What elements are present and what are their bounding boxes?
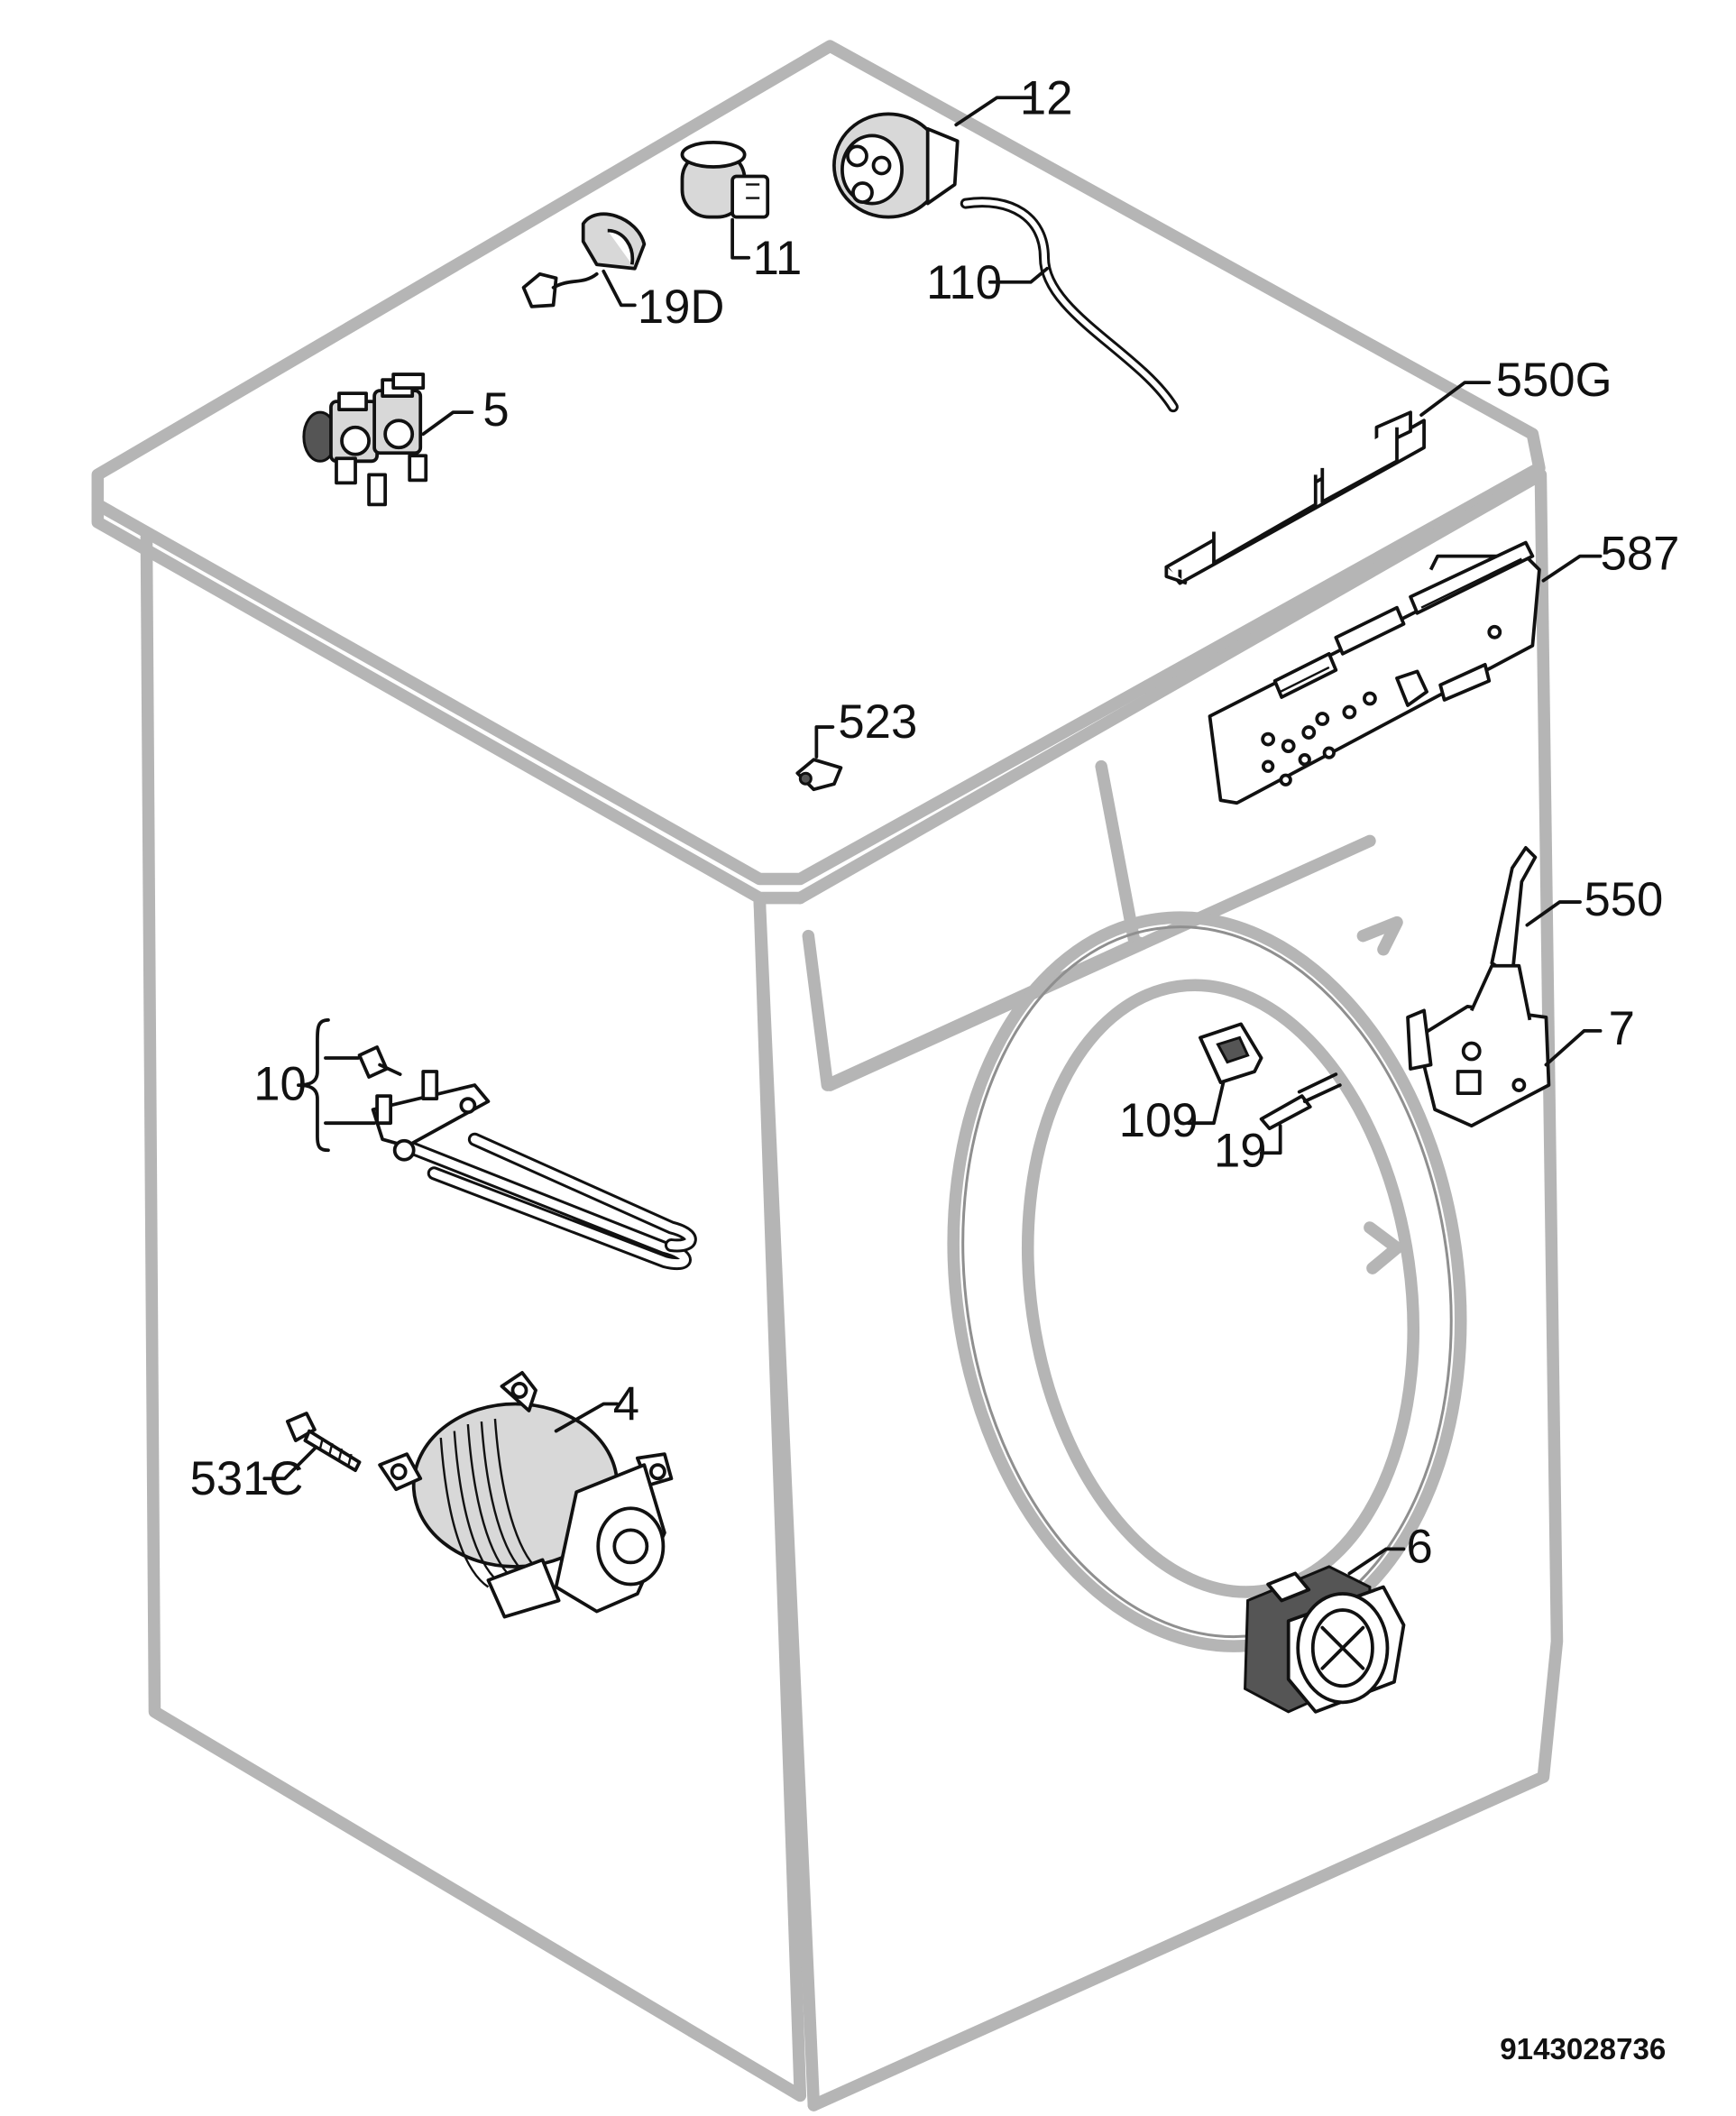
label-part-19: 19 [1214,1124,1267,1177]
label-part-7: 7 [1609,1002,1635,1055]
label-part-4: 4 [613,1378,639,1431]
part-6-drain-pump[interactable] [1244,1547,1406,1714]
part-109-handle[interactable] [1186,1022,1263,1126]
document-number: 9143028736 [1500,2033,1666,2066]
label-part-19d: 19D [638,281,725,334]
label-part-109: 109 [1119,1094,1199,1147]
screw-thread [318,1437,353,1466]
part-5-inlet-valve[interactable] [302,373,474,507]
label-part-10: 10 [253,1058,307,1111]
label-part-11: 11 [753,232,803,285]
label-part-12: 12 [1020,71,1073,124]
part-523-clip[interactable] [795,725,843,792]
cabinet-outline [91,40,1564,2111]
part-10-heating-element[interactable] [297,1018,697,1271]
label-part-523: 523 [838,695,917,749]
part-labels: 12 11 110 19D 5 550G 587 523 550 7 10 10… [190,71,1680,2066]
label-part-110: 110 [926,256,1002,309]
part-7-door-interlock[interactable] [1406,963,1603,1128]
label-part-550: 550 [1584,873,1664,926]
label-part-531c: 531C [190,1452,304,1505]
part-11-capacitor[interactable] [680,141,770,260]
label-part-6: 6 [1407,1520,1433,1573]
part-110-hose[interactable] [960,197,1179,413]
part-550g-cable-channel[interactable] [1164,381,1492,585]
part-19-pin[interactable] [1259,1072,1342,1155]
label-part-5: 5 [482,383,509,437]
part-531c-screw[interactable] [262,1412,362,1481]
label-part-587: 587 [1601,528,1680,581]
part-550-door-lever[interactable] [1490,846,1582,979]
label-part-550g: 550G [1496,354,1612,407]
part-4-motor[interactable] [378,1371,674,1619]
part-587-control-board[interactable] [1208,540,1603,805]
board-components [1261,669,1428,787]
part-19d-sensor[interactable] [521,212,647,308]
part-12-pressure-switch[interactable] [832,96,1033,219]
